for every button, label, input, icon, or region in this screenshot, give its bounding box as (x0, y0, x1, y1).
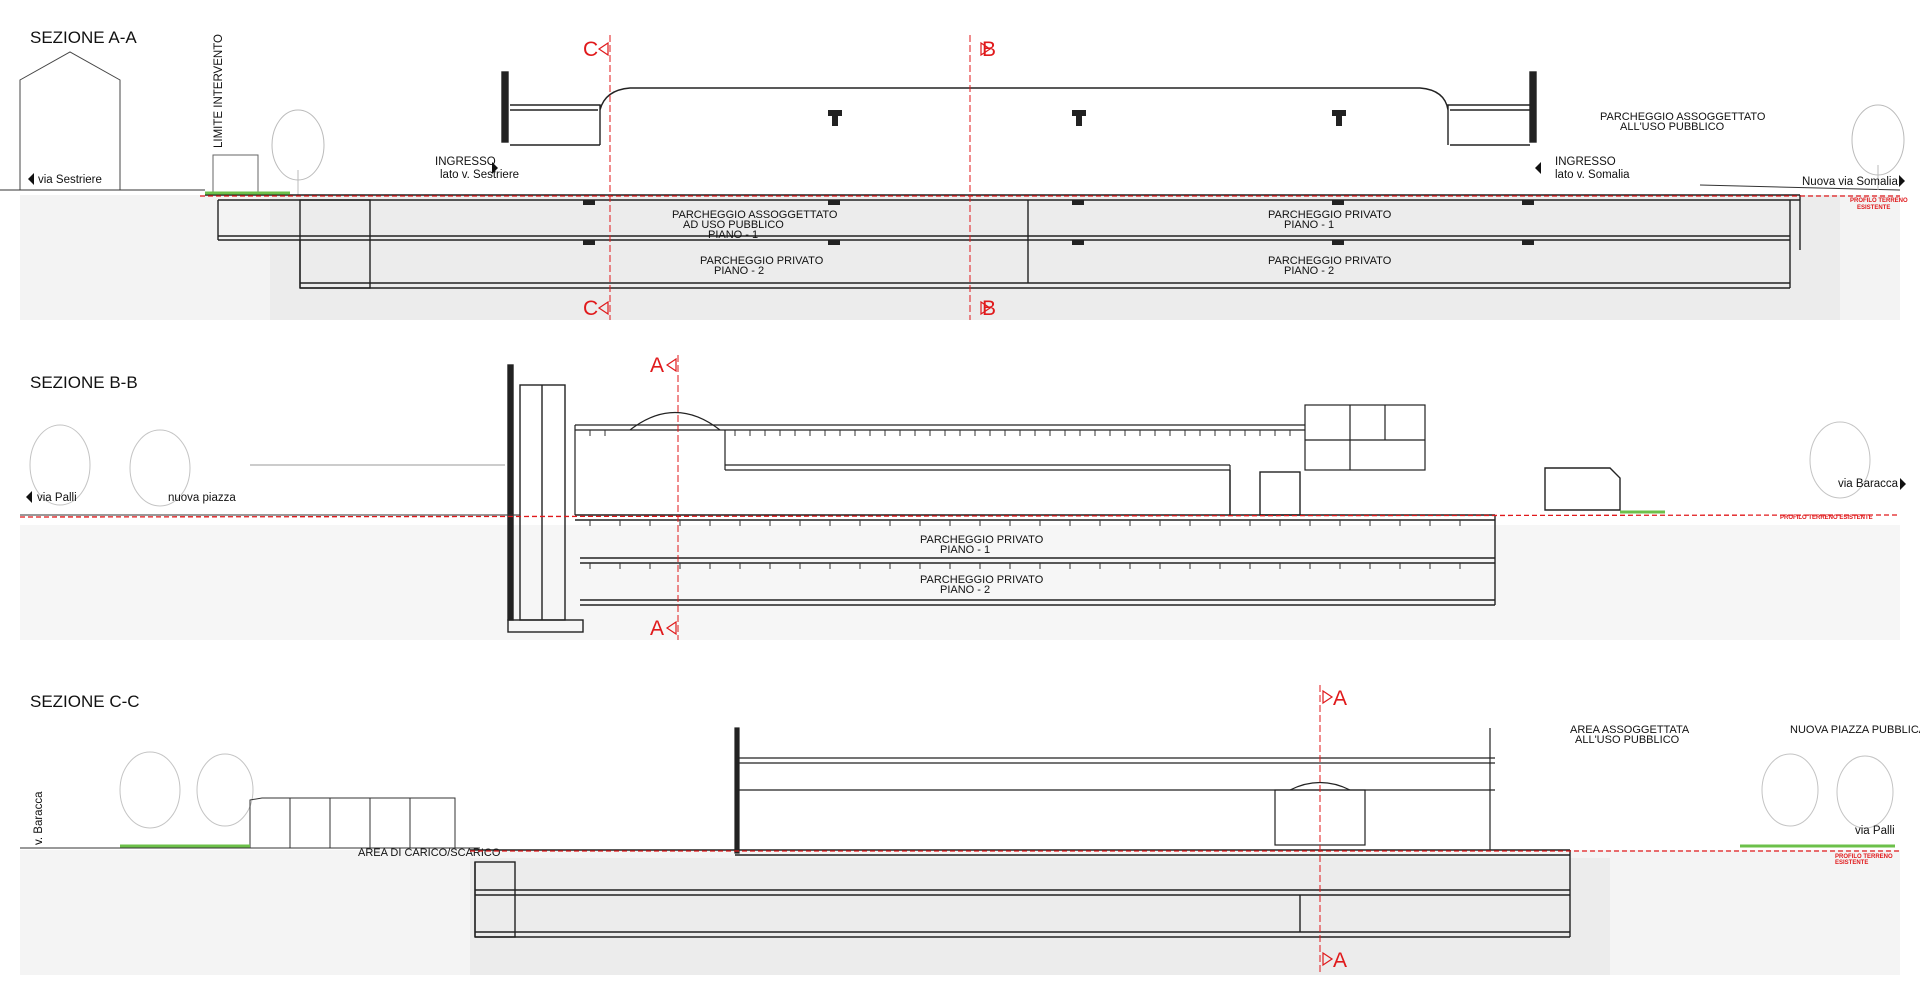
roof-label-line1: PARCHEGGIO ASSOGGETTATO (1600, 111, 1766, 123)
tree-group (271, 104, 1905, 195)
p2-left-line2: PIANO - 2 (714, 265, 764, 277)
arrow-right-icon (1900, 478, 1906, 490)
section-bb-title: SEZIONE B-B (30, 373, 138, 392)
cut-mark-a-top: A (1333, 687, 1347, 710)
street-left-label: via Palli (37, 492, 77, 504)
entry-right-line2: lato v. Somalia (1555, 169, 1630, 181)
p2-right-line1: PARCHEGGIO PRIVATO (1268, 255, 1392, 267)
slab-ribs (589, 520, 1461, 569)
terrain-label-line1: PROFILO TERRENO (1835, 854, 1893, 860)
terrain-profile-line (19, 514, 1901, 518)
cut-mark-a-bottom: A (1333, 949, 1347, 972)
cut-arrow-icon (597, 41, 609, 57)
p1-left-line3: PIANO - 1 (708, 229, 758, 241)
p1-line2: PIANO - 1 (940, 544, 990, 556)
cut-arrow-icon (980, 300, 992, 316)
area-label-line1: AREA ASSOGGETTATA (1570, 724, 1690, 736)
level-slabs (205, 194, 1801, 289)
p1-right-line1: PARCHEGGIO PRIVATO (1268, 209, 1392, 221)
street-left-label: via Sestriere (38, 174, 102, 186)
house-outline (19, 51, 121, 190)
street-right-label: via Baracca (1838, 478, 1899, 490)
arrow-left-icon (28, 173, 34, 185)
entry-left-line1: INGRESSO (435, 156, 496, 168)
p2-line1: PARCHEGGIO PRIVATO (920, 574, 1044, 586)
ground-fill-light (20, 525, 1900, 640)
column-caps (828, 110, 1346, 126)
cut-mark-c-top: C (583, 38, 598, 61)
cut-arrow-icon (980, 41, 992, 57)
upper-hall (734, 727, 1495, 854)
p2-right-line2: PIANO - 2 (1284, 265, 1334, 277)
limite-intervento-label: LIMITE INTERVENTO (213, 34, 225, 148)
tree-group (119, 751, 1894, 829)
p2-line2: PIANO - 2 (940, 584, 990, 596)
fence-block (212, 154, 259, 196)
stair-tower (507, 364, 584, 633)
roof-ribs (589, 430, 1291, 436)
street-right-label: Nuova via Somalia (1802, 176, 1898, 188)
level-slabs (470, 849, 1571, 938)
terrain-label: PROFILO TERRENO ESISTENTE (1780, 515, 1873, 521)
p1-line1: PARCHEGGIO PRIVATO (920, 534, 1044, 546)
roof-structure (501, 71, 1537, 146)
cut-mark-b-top: B (982, 38, 996, 61)
arrow-left-icon (26, 491, 32, 503)
p1-right-line2: PIANO - 1 (1284, 219, 1334, 231)
roof-label-line2: ALL'USO PUBBLICO (1620, 121, 1725, 133)
cut-arrow-icon (1322, 951, 1334, 967)
terrain-label-line2: ESISTENTE (1835, 860, 1868, 866)
plaza-label: nuova piazza (168, 492, 236, 504)
area-label-line2: ALL'USO PUBBLICO (1575, 734, 1680, 746)
cut-arrow-icon (665, 620, 677, 636)
cut-arrow-icon (665, 357, 677, 373)
cut-mark-b-bottom: B (982, 297, 996, 320)
street-right-label: via Palli (1855, 825, 1895, 837)
street-left-label: v. Baracca (33, 791, 45, 845)
entry-arrow-icon (1535, 162, 1541, 174)
section-aa: SEZIONE A-A LIMITE INTERVENTO via Sestri… (0, 28, 1908, 320)
section-aa-title: SEZIONE A-A (30, 28, 137, 47)
piazza-label: NUOVA PIAZZA PUBBLICA (1790, 724, 1920, 736)
street-line-right (1699, 184, 1901, 191)
section-cc: SEZIONE C-C v. Baracca via Palli AREA DI… (20, 685, 1920, 975)
roof-hall (574, 404, 1426, 515)
level-slabs (575, 467, 1621, 606)
tree-group (29, 421, 1871, 507)
section-cc-title: SEZIONE C-C (30, 692, 140, 711)
arrow-right-icon (1899, 175, 1905, 187)
entry-left-line2: lato v. Sestriere (440, 169, 519, 181)
section-bb: SEZIONE B-B via Palli nuova piazza via B… (19, 354, 1906, 640)
ground-fill-dark (270, 195, 1840, 320)
cut-mark-a-bottom: A (650, 617, 664, 640)
cut-arrow-icon (1322, 689, 1334, 705)
terrain-label-line2: ESISTENTE (1857, 205, 1890, 211)
loading-canopy (249, 797, 456, 849)
p2-left-line1: PARCHEGGIO PRIVATO (700, 255, 824, 267)
ground-fill-dark (470, 858, 1610, 975)
cut-mark-c-bottom: C (583, 297, 598, 320)
entry-right-line1: INGRESSO (1555, 156, 1616, 168)
terrain-label-line1: PROFILO TERRENO (1850, 198, 1908, 204)
carico-label: AREA DI CARICO/SCARICO (358, 847, 501, 859)
p1-left-line1: PARCHEGGIO ASSOGGETTATO (672, 209, 838, 221)
slab-columns (583, 200, 1534, 245)
entry-arrow-icon (492, 162, 498, 174)
cut-mark-a-top: A (650, 354, 664, 377)
p1-left-line2: AD USO PUBBLICO (683, 219, 784, 231)
cut-arrow-icon (597, 300, 609, 316)
